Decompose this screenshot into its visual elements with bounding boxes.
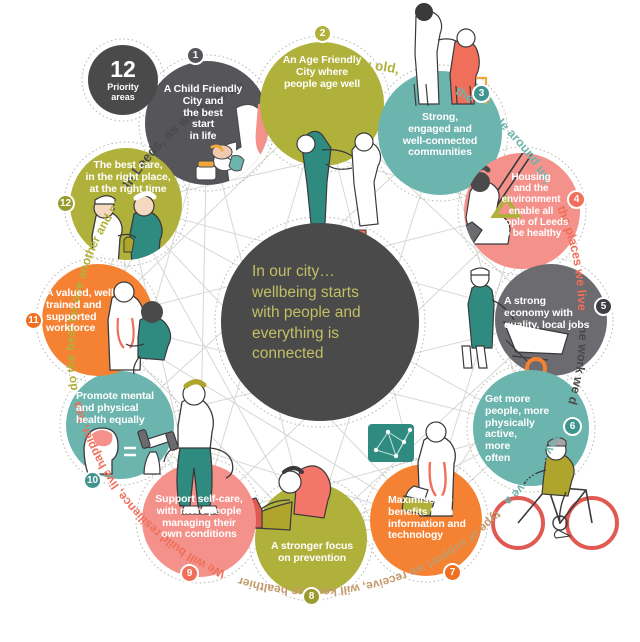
priority-number-badge-12: 12: [56, 194, 75, 213]
priority-number-badge-7: 7: [443, 563, 462, 582]
priority-bubble-10[interactable]: [66, 371, 179, 479]
illustration-person-holding-large-trousers: [163, 379, 234, 515]
illustration-two-nurses-caring: [91, 191, 163, 260]
illustration-head-equals-dumbbell: [83, 427, 179, 475]
priority-bubble-2[interactable]: [260, 42, 384, 239]
illustration-worker-with-wheelbarrow: [461, 267, 569, 379]
priority-areas-badge: 12 Priority areas: [88, 45, 158, 115]
priority-number-badge-6: 6: [563, 417, 582, 436]
priority-label-line2: areas: [111, 92, 135, 102]
priority-bubble-11[interactable]: [42, 264, 172, 376]
priority-number-badge-1: 1: [186, 46, 205, 65]
priority-label-line1: Priority: [107, 81, 139, 92]
center-line-4: everything is: [252, 324, 340, 342]
illustration-two-people-dancing: [295, 130, 382, 239]
priority-bubble-12[interactable]: [70, 148, 182, 266]
center-line-5: connected: [252, 345, 324, 363]
priority-bubble-3[interactable]: [378, 3, 502, 195]
center-line-3: with people and: [252, 304, 361, 322]
center-line-1: In our city…: [252, 263, 335, 280]
priority-number-badge-11: 11: [24, 311, 43, 330]
priority-count: 12: [110, 55, 136, 82]
priority-number-badge-3: 3: [472, 84, 491, 103]
center-statement: In our city… wellbeing starts with peopl…: [252, 262, 420, 365]
priority-number-badge-9: 9: [180, 564, 199, 583]
priority-bubble-5[interactable]: [461, 264, 607, 379]
priority-number-badge-4: 4: [567, 190, 586, 209]
priority-number-badge-10: 10: [83, 471, 102, 490]
center-line-2: wellbeing starts: [252, 283, 359, 301]
priority-number-badge-8: 8: [302, 587, 321, 606]
center-circle: [221, 223, 419, 421]
priority-bubble-6[interactable]: [473, 370, 619, 550]
priority-number-badge-5: 5: [594, 297, 613, 316]
illustration-person-riding-bicycle: [491, 437, 619, 550]
illustration-nurse-examining-child: [107, 281, 172, 375]
illustration-carer-and-elderly-person: [413, 3, 490, 107]
priority-number-badge-2: 2: [313, 24, 332, 43]
priority-bubble-9[interactable]: [142, 379, 256, 577]
priority-bubble-8[interactable]: [245, 465, 367, 595]
priority-bubble-7[interactable]: [368, 421, 482, 576]
illustration-doctor-with-tablet-and-network-screen: [368, 421, 456, 517]
